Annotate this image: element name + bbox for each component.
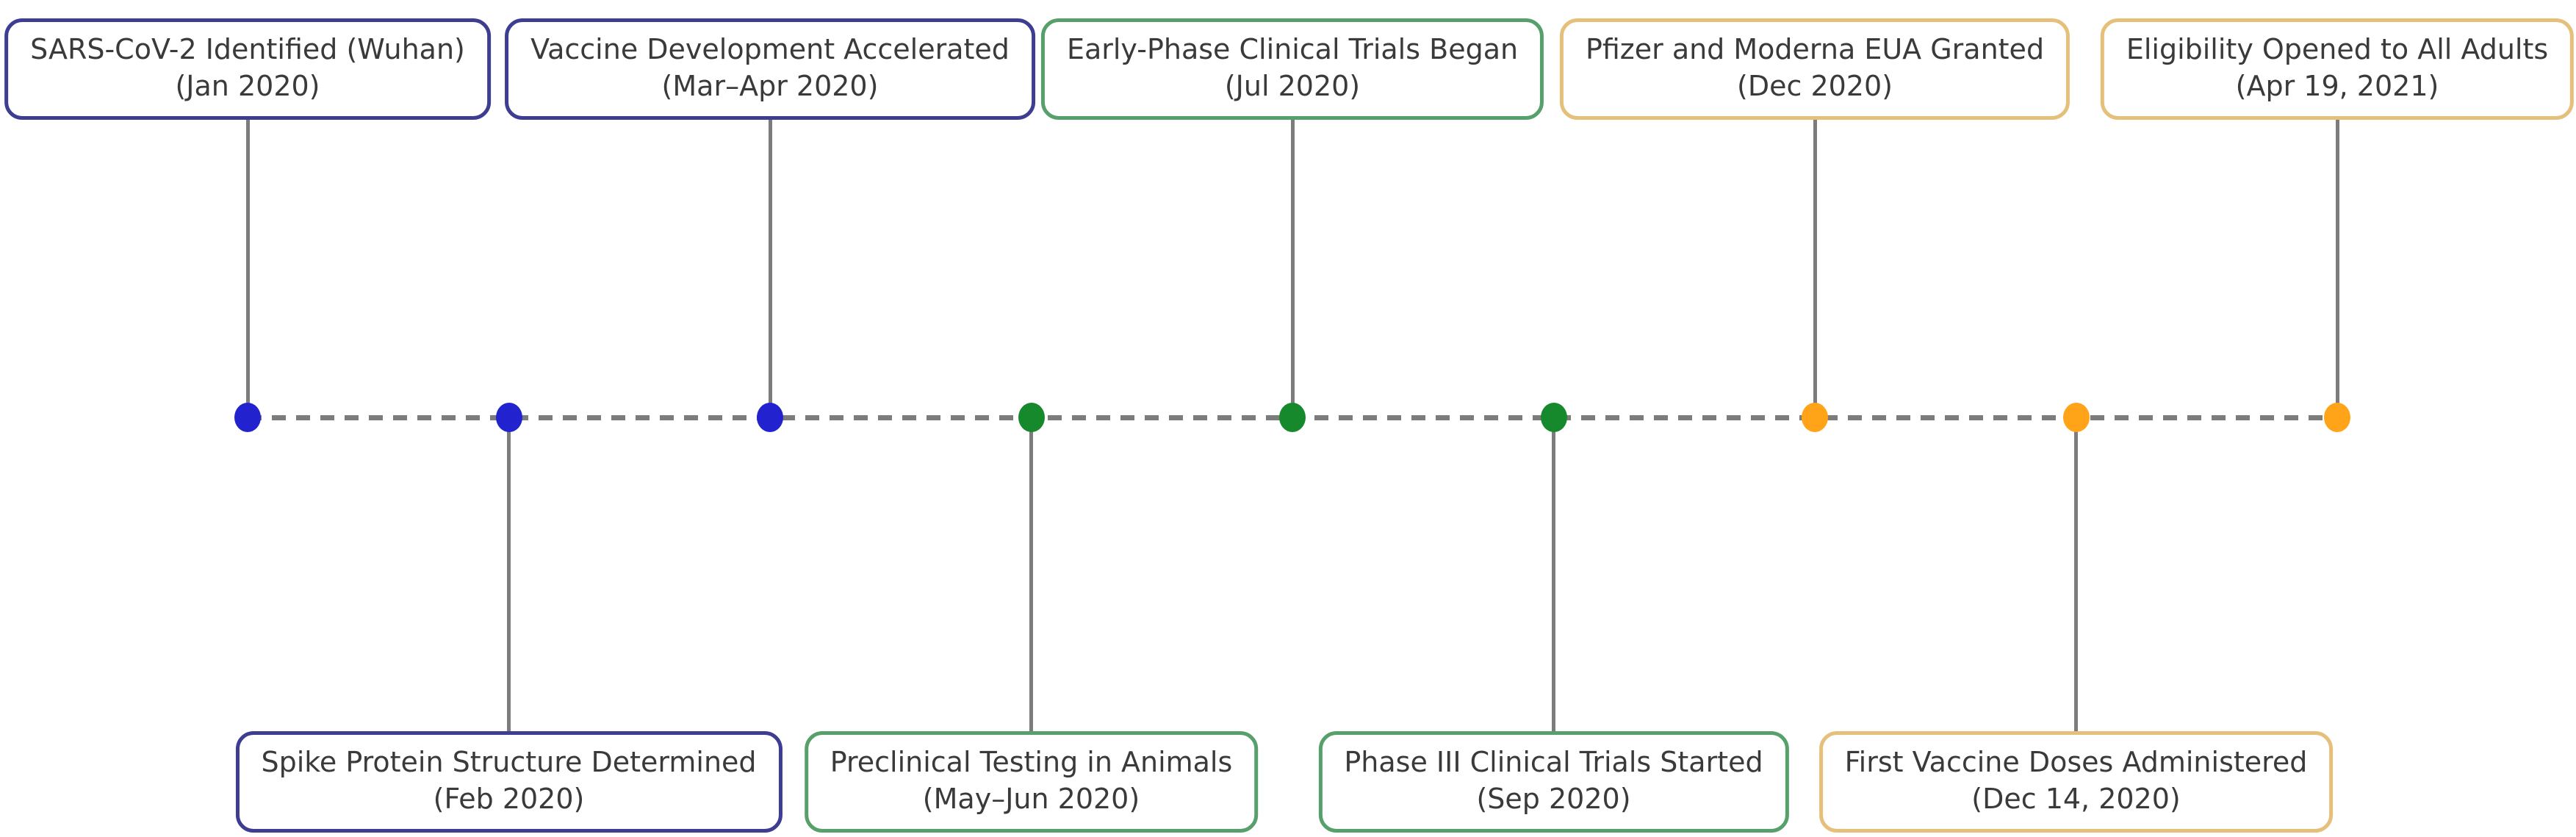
timeline-dot-8 (2062, 403, 2090, 432)
milestone-date: (Mar–Apr 2020) (661, 70, 879, 103)
milestone-connector-3 (768, 120, 772, 417)
milestone-date: (Feb 2020) (433, 783, 585, 816)
milestone-date: (Sep 2020) (1476, 783, 1631, 816)
milestone-date: (Jan 2020) (175, 70, 320, 103)
milestone-box-6: Phase III Clinical Trials Started (Sep 20… (1318, 731, 1789, 833)
milestone-connector-9 (2335, 120, 2339, 417)
milestone-title: First Vaccine Doses Administered (1844, 746, 2308, 778)
timeline-dot-3 (757, 403, 783, 432)
milestone-date: (Jul 2020) (1224, 70, 1361, 103)
milestone-date: (Apr 19, 2021) (2235, 70, 2439, 103)
milestone-title: Preclinical Testing in Animals (830, 746, 1233, 778)
milestone-connector-6 (1552, 417, 1555, 731)
milestone-box-4: Preclinical Testing in Animals (May–Jun 2… (804, 731, 1259, 833)
milestone-date: (Dec 2020) (1737, 70, 1893, 103)
milestone-box-8: First Vaccine Doses Administered (Dec 14,… (1818, 731, 2334, 833)
timeline-dot-6 (1540, 403, 1567, 432)
milestone-connector-2 (507, 417, 511, 731)
timeline-dot-1 (234, 403, 261, 432)
milestone-title: Pfizer and Moderna EUA Granted (1585, 33, 2045, 65)
milestone-connector-7 (1813, 120, 1817, 417)
milestone-date: (May–Jun 2020) (922, 783, 1140, 816)
milestone-box-3: Vaccine Development Accelerated (Mar–Apr … (505, 18, 1035, 120)
milestone-title: Phase III Clinical Trials Started (1344, 746, 1763, 778)
milestone-connector-4 (1029, 417, 1033, 731)
milestone-box-9: Eligibility Opened to All Adults (Apr 19,… (2100, 18, 2575, 120)
milestone-title: Early-Phase Clinical Trials Began (1066, 33, 1519, 65)
milestone-box-5: Early-Phase Clinical Trials Began (Jul 20… (1040, 18, 1544, 120)
timeline-dot-7 (1802, 403, 1828, 432)
milestone-title: Eligibility Opened to All Adults (2126, 33, 2549, 65)
milestone-box-2: Spike Protein Structure Determined (Feb 2… (235, 731, 782, 833)
timeline-dot-9 (2324, 403, 2350, 432)
milestone-connector-8 (2074, 417, 2078, 731)
timeline-dot-2 (495, 403, 522, 432)
milestone-box-1: SARS-CoV-2 Identified (Wuhan) (Jan 2020) (4, 18, 491, 120)
milestone-connector-5 (1290, 120, 1295, 417)
milestone-title: Vaccine Development Accelerated (530, 33, 1010, 65)
milestone-title: SARS-CoV-2 Identified (Wuhan) (30, 33, 465, 65)
timeline-dot-5 (1279, 403, 1306, 432)
milestone-date: (Dec 14, 2020) (1971, 783, 2181, 816)
milestone-connector-1 (245, 120, 250, 417)
milestone-box-7: Pfizer and Moderna EUA Granted (Dec 2020) (1559, 18, 2070, 120)
timeline-dot-4 (1018, 403, 1045, 432)
milestone-title: Spike Protein Structure Determined (261, 746, 757, 778)
